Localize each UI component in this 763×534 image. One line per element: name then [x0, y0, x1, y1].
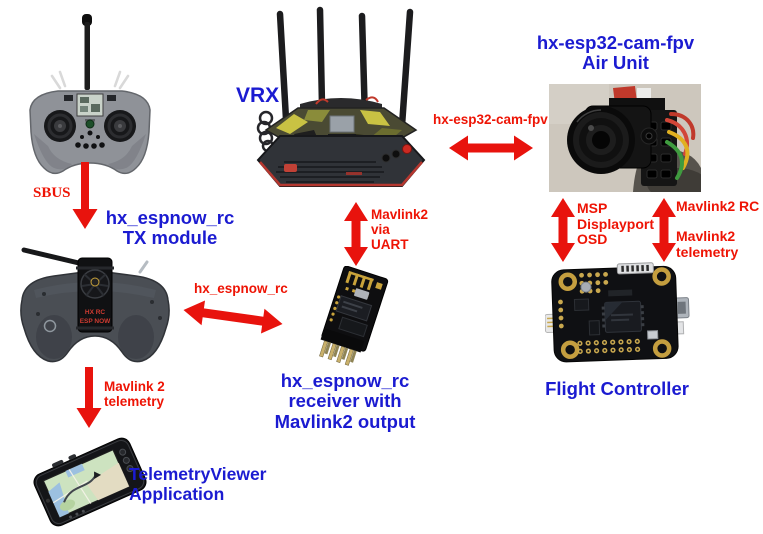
tx-module-label: hx_espnow_rc TX module	[105, 207, 235, 249]
air-unit-label: hx-esp32-cam-fpv Air Unit	[536, 32, 695, 74]
telemetry-phone-photo	[28, 436, 152, 528]
espnow-receiver-illustration	[319, 265, 389, 366]
esp32-cam-fpv-double-arrow	[449, 135, 533, 161]
flight-controller-photo	[544, 262, 691, 370]
mavlink2-telemetry-fc-link-label: Mavlink2 telemetry	[676, 228, 739, 260]
mavlink2-rc-double-arrow	[652, 198, 676, 262]
tx-module-illustration: HX RC ESP NOW	[20, 247, 170, 363]
rc-transmitter-illustration	[29, 14, 151, 175]
mavlink2-uart-link-label: Mavlink2 via UART	[371, 207, 429, 253]
msp-displayport-double-arrow	[551, 198, 575, 262]
tx-module-imprint-line2: ESP NOW	[80, 318, 111, 325]
vrx-illustration	[256, 6, 426, 187]
espnow-receiver-photo	[296, 265, 408, 368]
receiver-label: hx_espnow_rc receiver with Mavlink2 outp…	[274, 370, 416, 432]
sbus-down-arrow	[72, 162, 98, 229]
tx-module-photo: HX RC ESP NOW	[14, 242, 176, 368]
telemetry-phone-illustration	[33, 437, 147, 527]
msp-displayport-link-label: MSP Displayport OSD	[577, 200, 655, 248]
mavlink2-telemetry-app-down-arrow	[76, 367, 102, 428]
air-unit-camera-photo	[549, 84, 707, 200]
espnow-double-arrow	[183, 300, 283, 334]
rc-transmitter-photo	[24, 14, 156, 178]
flight-controller-label: Flight Controller	[545, 378, 689, 399]
espnow-link-label: hx_espnow_rc	[194, 281, 288, 296]
tx-module-imprint-line1: HX RC	[85, 309, 106, 316]
air-unit-camera-illustration	[549, 84, 707, 200]
mavlink2-uart-double-arrow	[344, 202, 368, 266]
vrx-photo	[250, 6, 432, 194]
sbus-link-label: SBUS	[33, 185, 71, 201]
telemetry-viewer-label: TelemetryViewer Application	[129, 464, 267, 505]
vrx-label: VRX	[236, 84, 280, 107]
flight-controller-illustration	[544, 262, 690, 363]
esp32-cam-fpv-link-label: hx-esp32-cam-fpv	[433, 112, 548, 127]
mavlink2-telemetry-app-link-label: Mavlink 2 telemetry	[104, 379, 165, 410]
mavlink2-rc-link-label: Mavlink2 RC	[676, 198, 760, 214]
